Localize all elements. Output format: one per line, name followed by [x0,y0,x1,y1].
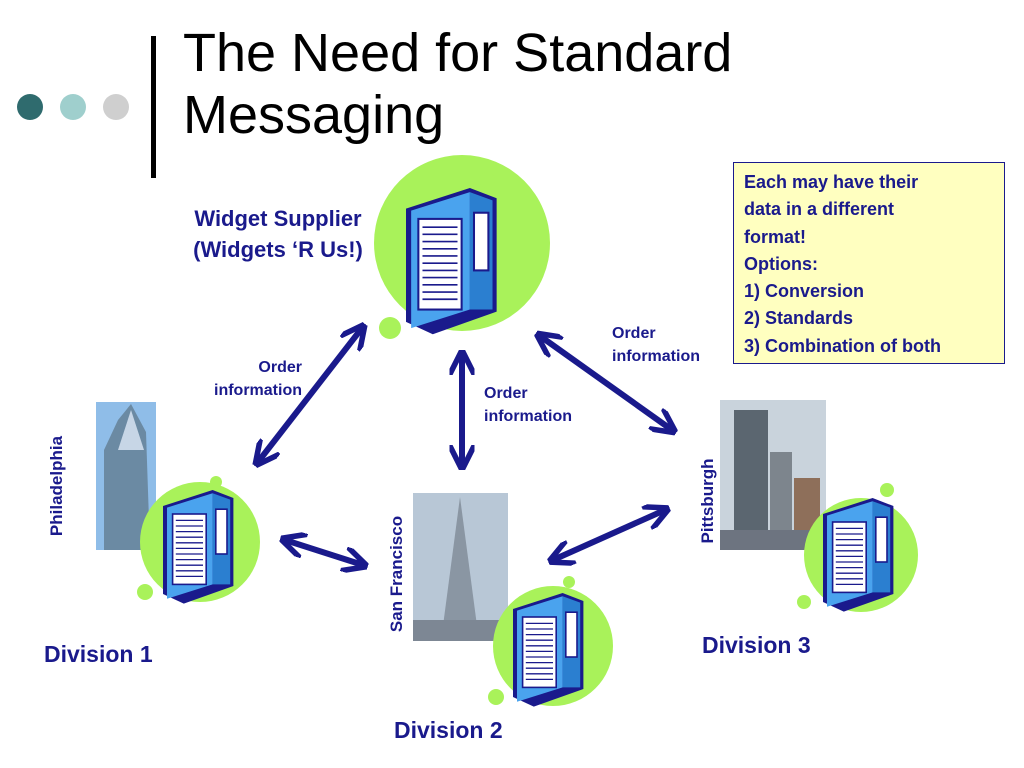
note-line: Each may have their [744,172,919,192]
city-label-pittsburgh: Pittsburgh [698,458,717,544]
bullet-dot-teal [60,94,86,120]
page-title-line-1: The Need for Standard [183,23,733,83]
server-icon [404,186,498,336]
division-3-label: Division 3 [702,632,811,658]
city-skyline-photo [734,410,768,530]
division-2-label: Division 2 [394,717,503,743]
server-icon [512,592,585,708]
division-1-label: Division 1 [44,641,153,667]
supplier-node [374,155,550,339]
note-line: Options: [744,253,818,274]
pyramid-tower-photo [441,497,479,641]
server-icon [822,497,895,613]
supplier-label: Widget Supplier (Widgets ‘R Us!) [160,203,396,265]
order-label-left: Order information [194,356,302,402]
blob-dot [379,317,401,339]
division-1-node [96,402,260,605]
division-3-node [720,400,918,613]
arrow-supplier-division-1 [258,328,362,462]
order-label-center: Order information [484,382,572,428]
title-divider [151,36,156,178]
order-label-right: Order information [612,322,700,368]
order-label-left-line-1: Order [258,359,302,376]
note-line: data in a different [744,199,895,220]
note-line: format! [744,226,806,247]
bullet-dot-dark [17,94,43,120]
order-label-right-line-1: Order [612,325,656,342]
blob-dot [479,172,495,188]
note-line: 1) Conversion [744,281,865,302]
division-2-node [413,493,613,708]
arrow-supplier-division-3 [540,336,672,430]
order-label-right-line-2: information [612,348,700,365]
server-icon [162,489,235,605]
page-title: The Need for Standard Messaging [183,22,823,146]
page-title-line-2: Messaging [183,85,445,145]
supplier-label-line-2: (Widgets ‘R Us!) [193,237,363,262]
arrow-division-2-division-3 [553,510,665,560]
note-line: 2) Standards [744,308,854,329]
note-line: 3) Combination of both [744,335,941,356]
order-label-center-line-1: Order [484,385,528,402]
city-label-san-francisco: San Francisco [387,515,406,633]
options-note: Each may have their data in a different … [733,162,1005,364]
city-label-philadelphia: Philadelphia [47,435,66,537]
supplier-label-line-1: Widget Supplier [194,206,362,231]
bullet-dot-gray [103,94,129,120]
order-label-left-line-2: information [214,382,302,399]
arrow-division-1-division-2 [285,540,363,565]
order-label-center-line-2: information [484,408,572,425]
